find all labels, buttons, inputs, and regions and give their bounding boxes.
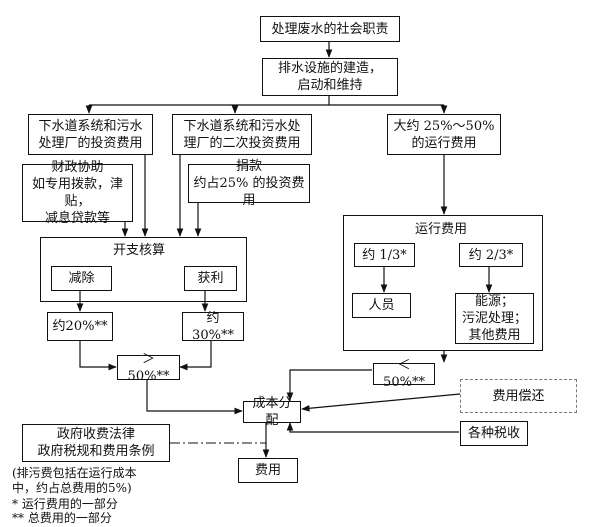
arrow-under50-to-cost	[286, 369, 372, 401]
node-operating-share: 大约 25%～50% 的运行费用	[387, 114, 501, 155]
node-profit: 获利	[184, 266, 237, 291]
arrow-20-to-over50	[79, 341, 117, 371]
node-various-taxes: 各种税收	[460, 421, 528, 446]
node-personnel: 人员	[352, 293, 411, 318]
accounting-frame	[40, 237, 247, 302]
node-deduction: 减除	[51, 266, 112, 291]
node-energy-etc: 能源； 污泥处理； 其他费用	[455, 293, 534, 344]
node-cost-allocation: 成本分配	[243, 396, 301, 428]
node-two-thirds: 约 2/3*	[459, 243, 523, 267]
operating-costs-frame	[343, 215, 543, 351]
footnote-total-part: ** 总费用的一部分	[12, 511, 112, 525]
node-donation: 捐款 约占25% 的投资费用	[188, 159, 310, 208]
node-social-responsibility: 处理废水的社会职责	[260, 16, 400, 42]
node-cost-compensation: 费用偿还	[460, 379, 577, 413]
node-secondary-investment: 下水道系统和污水处 理厂的二次投资费用	[172, 114, 312, 155]
node-fees: 费用	[238, 458, 298, 483]
node-government-laws: 政府收费法律 政府税规和费用条例	[22, 424, 170, 462]
arrow-compensation-to-cost	[301, 393, 461, 412]
node-over-50: ＞50%**	[117, 352, 180, 384]
node-financial-aid: 财政协助 如专用拨款，津贴， 减息贷款等	[22, 160, 133, 226]
footnote-operating-part: * 运行费用的一部分	[12, 497, 118, 511]
node-under-50: ＜50%**	[373, 358, 435, 390]
label-expenditure-accounting: 开支核算	[113, 243, 166, 258]
arrow-taxes-to-cost	[286, 422, 459, 433]
arrow-30-to-over50	[179, 341, 212, 371]
arrow-over50-to-cost	[146, 380, 243, 415]
note-pollution-fee: (排污费包括在运行成本 中，约占总费用的5%)	[12, 466, 137, 495]
node-drainage-facilities: 排水设施的建造， 启动和维持	[262, 58, 398, 96]
node-about-20: 约20%**	[47, 312, 113, 341]
label-operating-costs: 运行费用	[415, 222, 468, 237]
node-sewer-investment: 下水道系统和污水 处理厂的投资费用	[28, 114, 153, 155]
node-about-30: 约30%**	[182, 311, 244, 343]
node-one-third: 约 1/3*	[354, 243, 415, 267]
